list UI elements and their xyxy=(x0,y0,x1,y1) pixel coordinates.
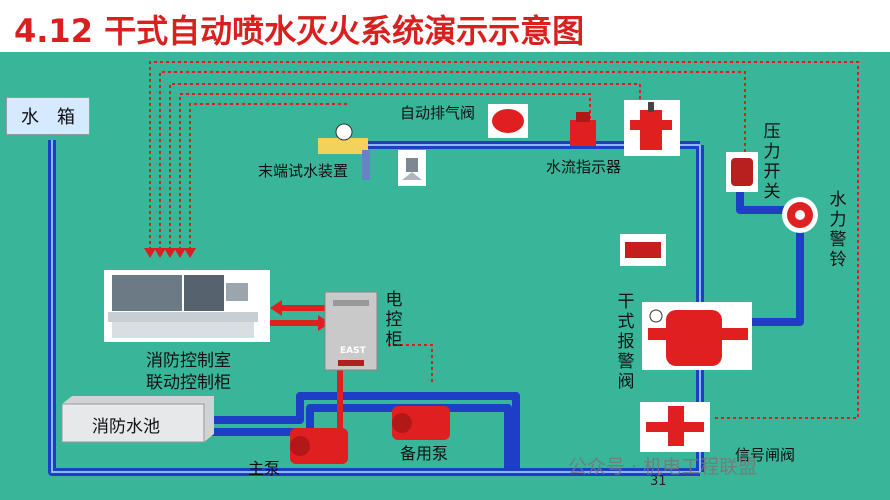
title-bar: 4.12 干式自动喷水灭火系统演示示意图 xyxy=(0,0,890,52)
water-flow-indicator-icon xyxy=(570,112,596,146)
auto-exhaust-valve-label: 自动排气阀 xyxy=(400,104,476,122)
main-pump-label: 主泵 xyxy=(248,459,281,478)
main-pump-icon xyxy=(290,428,348,464)
signal-gate-valve-label: 信号闸阀 xyxy=(735,446,796,464)
fire-control-room-label: 消防控制室 xyxy=(146,351,231,371)
linkage-cabinet-label: 联动控制柜 xyxy=(146,373,231,393)
standby-pump-icon xyxy=(392,406,450,440)
end-test-device-icon xyxy=(318,123,370,180)
sprinkler-head-icon xyxy=(398,150,426,186)
signal-line-outer xyxy=(149,61,859,419)
electric-cabinet xyxy=(324,291,378,371)
pipe-pool-1 xyxy=(210,392,520,472)
control-console xyxy=(104,270,270,342)
fire-pool-box xyxy=(61,396,214,443)
water-flow-indicator-label: 水流指示器 xyxy=(546,158,622,176)
water-tank-box: 水 箱 xyxy=(6,97,90,135)
page-title: 4.12 干式自动喷水灭火系统演示示意图 xyxy=(14,12,585,50)
signal-arrows xyxy=(144,248,196,258)
signal-lines xyxy=(149,61,859,419)
signal-line-cabinet xyxy=(388,344,433,385)
standby-pump-label: 备用泵 xyxy=(400,444,449,463)
signal-line-flow xyxy=(179,93,591,250)
control-arrows xyxy=(270,300,343,448)
pressure-switch-label: 压力开关 xyxy=(763,122,781,202)
dry-alarm-valve-label: 干式报警阀 xyxy=(617,292,635,392)
watermark: 公众号 · 机电工程联盟 xyxy=(568,456,758,478)
signal-gate-valve-icon xyxy=(640,402,710,452)
pressure-switch-icon xyxy=(726,152,758,192)
fire-pool-label: 消防水池 xyxy=(92,417,160,437)
gate-valve-icon xyxy=(624,100,680,156)
water-tank-label: 水 箱 xyxy=(21,107,75,128)
auto-exhaust-valve-icon xyxy=(488,104,528,138)
signal-line-pressure xyxy=(159,71,746,250)
water-alarm-bell-label: 水力警铃 xyxy=(829,190,847,270)
air-compressor-icon xyxy=(620,234,666,266)
water-alarm-bell-icon xyxy=(782,197,818,233)
end-test-device-label: 末端试水装置 xyxy=(258,162,349,180)
control-cabinet-label: 电控柜 xyxy=(385,290,403,350)
signal-line-end xyxy=(189,103,350,250)
cabinet-brand: EAST xyxy=(340,346,366,356)
dry-alarm-valve-icon xyxy=(642,302,752,370)
page-number: 31 xyxy=(650,474,667,489)
signal-line-valve xyxy=(169,83,641,250)
